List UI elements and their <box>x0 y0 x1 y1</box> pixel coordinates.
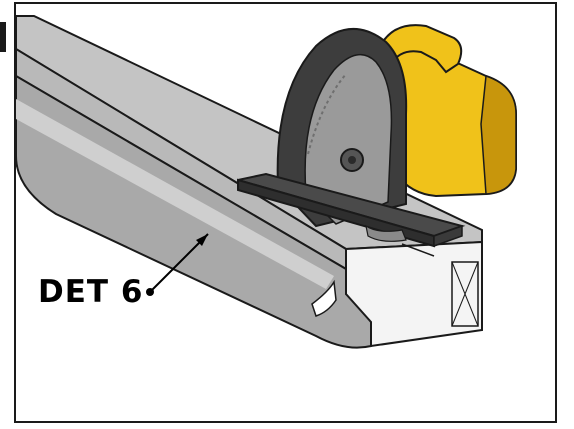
trim-cut-illustration <box>16 15 517 349</box>
saw-motor-shade <box>480 74 517 195</box>
cut-line <box>401 243 435 257</box>
circular-saw-icon <box>237 24 517 248</box>
trim-highlight <box>16 99 334 289</box>
saw-shoe-side <box>433 224 463 248</box>
saw-handle <box>374 24 463 74</box>
trim-end-box <box>451 261 479 327</box>
callout-dot <box>146 288 154 296</box>
illustration-frame: DET 6 <box>14 2 557 423</box>
frame-edge-mark <box>0 22 6 52</box>
blade-lower <box>365 224 407 242</box>
trim-notch <box>311 279 337 317</box>
trim-end-face <box>345 240 483 348</box>
callout-label-det-6: DET 6 <box>38 274 144 310</box>
saw-blade-icon <box>304 53 393 225</box>
saw-blade <box>304 53 393 225</box>
callout-leader <box>146 233 209 296</box>
